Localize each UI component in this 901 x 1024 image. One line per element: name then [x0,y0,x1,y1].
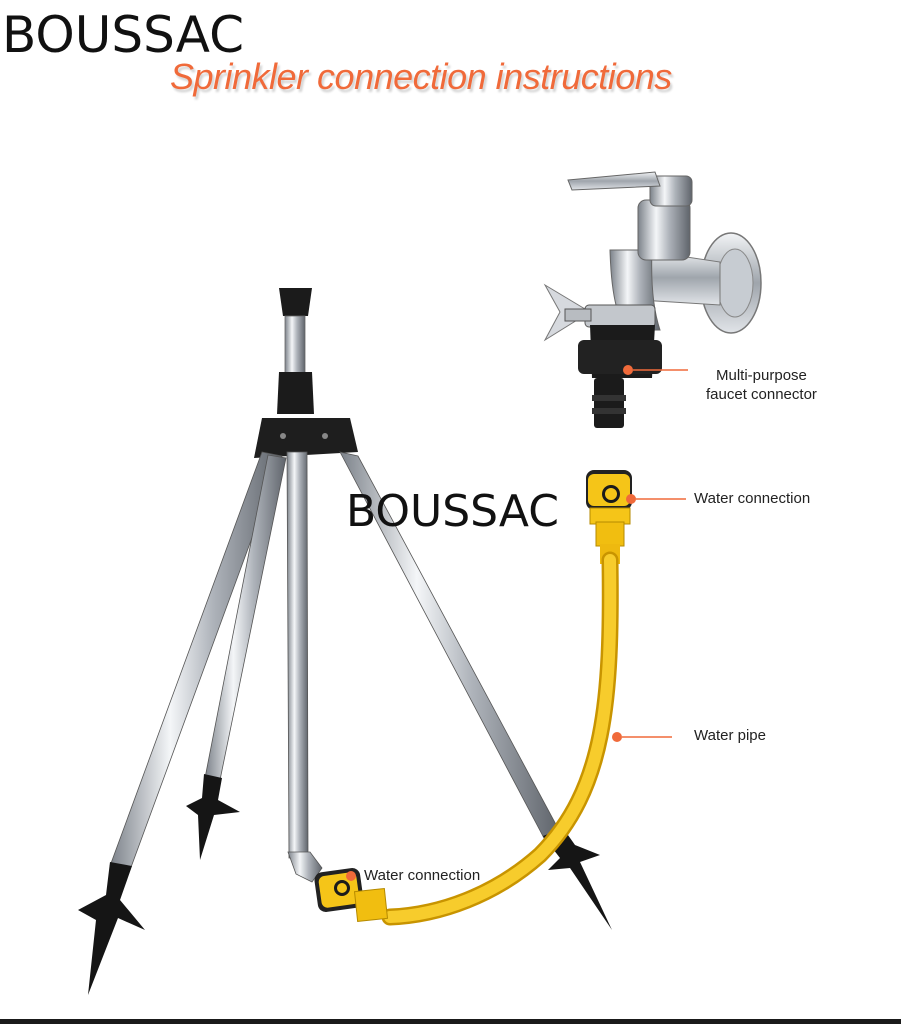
brand-logo-text: BOUSSAC [2,6,245,64]
bottom-divider [0,1019,901,1024]
tripod-sprinkler-icon [78,288,612,995]
water-connection-top-label: Water connection [694,490,811,507]
water-connection-bottom-label: Water connection [364,867,481,884]
faucet-icon [543,171,762,428]
page-subtitle: Sprinkler connection instructions [170,56,672,97]
faucet-connector-label: Multi-purpose faucet connector [706,366,817,404]
hose-icon [314,470,686,926]
faucet-connector-label-line2: faucet connector [706,386,817,403]
brand-watermark: BOUSSAC [346,486,559,537]
faucet-connector-label-line1: Multi-purpose [716,367,807,384]
water-pipe-label: Water pipe [694,727,766,744]
